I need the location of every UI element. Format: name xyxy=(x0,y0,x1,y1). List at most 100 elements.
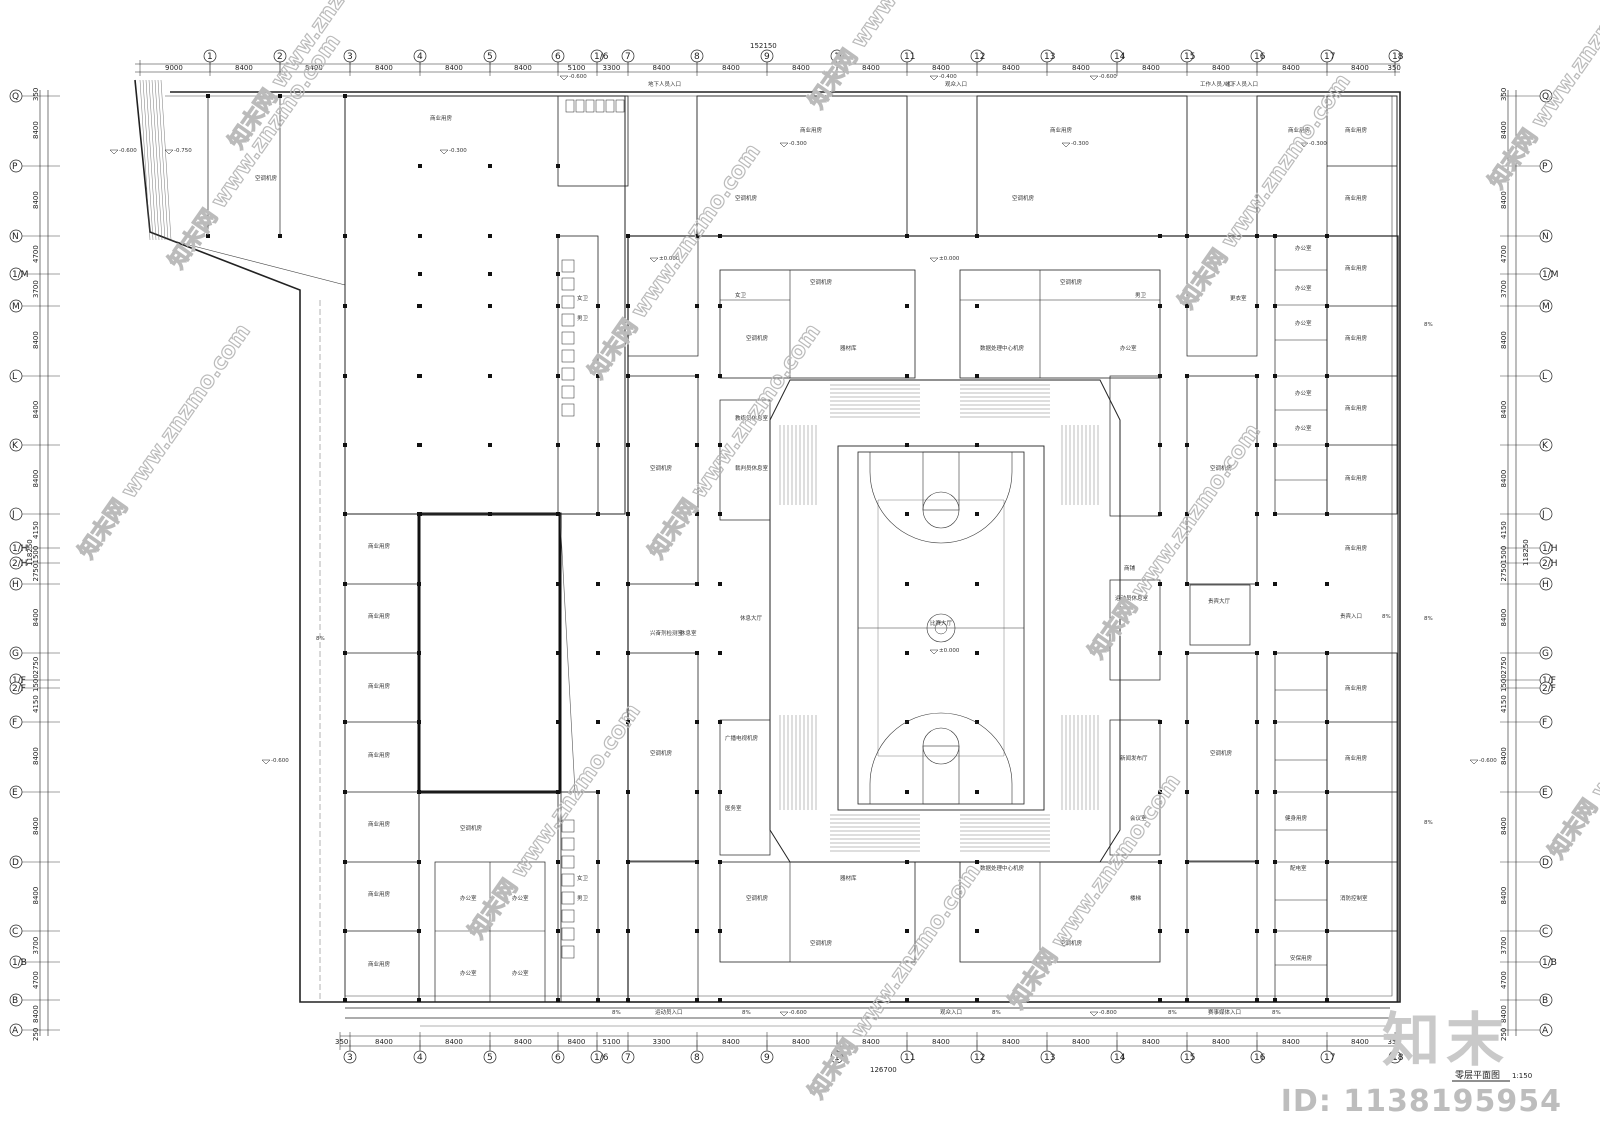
dim-text: 8400 xyxy=(514,1038,532,1046)
column xyxy=(1158,998,1162,1002)
column xyxy=(1255,582,1259,586)
axis-label: 1/B xyxy=(12,958,27,968)
dim-text: 350 xyxy=(1388,1038,1401,1046)
dim-text: 8400 xyxy=(1072,64,1090,72)
ac-room-east xyxy=(1186,375,1258,585)
elevation-marks: -0.600-0.750-0.300-0.300-0.300-0.300±0.0… xyxy=(109,74,1497,1017)
watermark-text: 知末网 www.znzmo.com xyxy=(1004,769,1186,1014)
column xyxy=(626,374,630,378)
room-label: 商业用房 xyxy=(1345,544,1368,552)
axis-label: 11 xyxy=(904,52,915,62)
arena-floor xyxy=(837,445,1045,811)
column xyxy=(1325,998,1329,1002)
axis-bubble xyxy=(1040,49,1054,63)
column xyxy=(1325,720,1329,724)
elevation-text: -0.800 xyxy=(1099,1010,1117,1016)
column xyxy=(556,374,560,378)
column xyxy=(626,929,630,933)
basketball-court xyxy=(869,451,1013,805)
room-label: 男卫 xyxy=(1135,292,1147,299)
column xyxy=(626,651,630,655)
axis-label: 9 xyxy=(764,52,770,62)
room-label: 数据处理中心机房 xyxy=(980,344,1025,352)
toilet-stall xyxy=(561,385,575,399)
axis-bubble xyxy=(9,681,23,695)
column xyxy=(695,443,699,447)
column xyxy=(556,304,560,308)
column xyxy=(1325,651,1329,655)
column xyxy=(905,998,909,1002)
axis-label: P xyxy=(1542,162,1548,172)
dim-text: 4150 xyxy=(32,521,40,539)
column xyxy=(975,582,979,586)
dim-text: 4700 xyxy=(32,245,40,263)
axis-label: L xyxy=(12,372,17,382)
toilet-stall xyxy=(565,99,575,113)
column xyxy=(1273,582,1277,586)
room-label: 商业用房 xyxy=(368,960,391,968)
axis-bubble xyxy=(900,49,914,63)
axis-bubble xyxy=(9,369,23,383)
room-label: 办公室 xyxy=(512,969,529,977)
elevation-text: -0.600 xyxy=(569,74,587,80)
axis-label: K xyxy=(12,441,19,451)
elevation-text: -0.750 xyxy=(174,148,192,154)
column xyxy=(1255,651,1259,655)
column xyxy=(1325,582,1329,586)
dim-text: 8400 xyxy=(862,1038,880,1046)
column xyxy=(975,512,979,516)
room-label: 办公室 xyxy=(1295,244,1312,252)
axis-label: 18 xyxy=(1392,52,1404,62)
entrance-label: 赛事媒体入口 xyxy=(1208,1008,1241,1016)
dim-text: 8400 xyxy=(1500,609,1508,627)
entrance-label: 地下人员入口 xyxy=(648,80,681,88)
column xyxy=(278,234,282,238)
column xyxy=(718,234,722,238)
axis-label: 3 xyxy=(347,1053,353,1063)
watermark-text: 知末网 www.znzmo.com xyxy=(74,319,256,564)
drawing-title: 零层平面图 xyxy=(1455,1070,1500,1081)
room-label: 办公室 xyxy=(1295,424,1312,432)
axis-bubble xyxy=(1539,855,1553,869)
elevation-text: -0.600 xyxy=(1479,758,1497,764)
column xyxy=(1185,860,1189,864)
dim-text: 8400 xyxy=(1002,64,1020,72)
room-label: 商业用房 xyxy=(1345,404,1368,412)
slope-text: 8% xyxy=(316,636,325,642)
column xyxy=(1325,860,1329,864)
column xyxy=(718,998,722,1002)
axis-bubble xyxy=(9,541,23,555)
axis-label: 5 xyxy=(487,1053,493,1063)
elevation-text: ±0.000 xyxy=(659,256,680,262)
axis-bubble xyxy=(9,715,23,729)
right-overall-dimension: 118250 xyxy=(1522,539,1530,566)
dim-text: 8400 xyxy=(1500,470,1508,488)
dim-text: 8400 xyxy=(375,1038,393,1046)
axis-label: D xyxy=(1542,858,1549,868)
room-label: 健身用房 xyxy=(1285,814,1308,822)
toilet-stall xyxy=(561,349,575,363)
column xyxy=(556,582,560,586)
dim-text: 8400 xyxy=(445,64,463,72)
toilet-stall xyxy=(595,99,605,113)
axis-bubble xyxy=(9,577,23,591)
room-label: 办公室 xyxy=(1295,284,1312,292)
axis-bubble xyxy=(1539,267,1553,281)
room-label: 广播电视机房 xyxy=(725,734,759,742)
north-bay-1 xyxy=(696,95,908,237)
elevation-text: -0.600 xyxy=(1099,74,1117,80)
entrance-label: 地下人员入口 xyxy=(1225,80,1258,88)
column xyxy=(278,94,282,98)
room-label: 办公室 xyxy=(460,894,477,902)
column xyxy=(718,512,722,516)
axis-bubble xyxy=(760,49,774,63)
column xyxy=(343,720,347,724)
toilet-stall xyxy=(561,367,575,381)
entrance-label: 贵宾入口 xyxy=(1340,612,1362,620)
column xyxy=(905,651,909,655)
column xyxy=(626,860,630,864)
ramp-stripe xyxy=(151,79,163,241)
axis-bubble xyxy=(1539,556,1553,570)
room-label: 商业用房 xyxy=(1345,194,1368,202)
elevation-triangle xyxy=(1299,142,1309,148)
